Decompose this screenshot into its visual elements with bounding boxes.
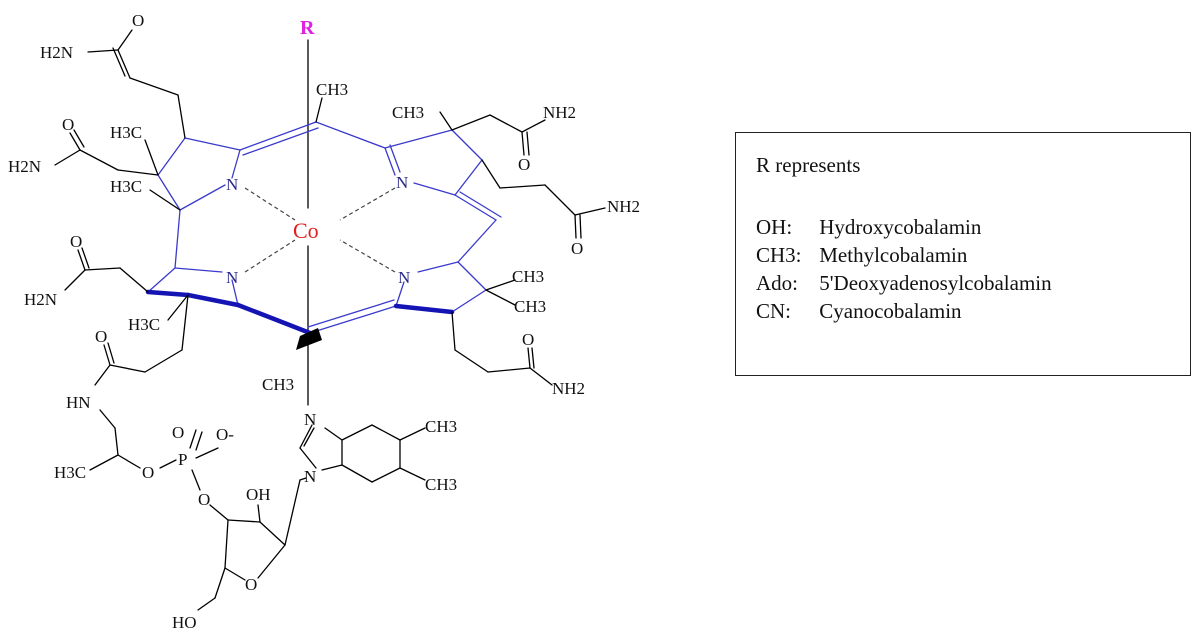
legend-name: 5'Deoxyadenosylcobalamin [819,271,1052,295]
coordination-bonds [244,187,396,273]
oxygen-right: O [571,239,583,258]
methyl-h3c-d: H3C [128,315,160,334]
amide-h2n-left: H2N [8,157,41,176]
oxygen-amide-loop: O [95,327,107,346]
legend-code: OH: [756,215,793,239]
legend-name: Cyanocobalamin [819,299,962,323]
oxygen-top-right: O [518,155,530,174]
legend-name: Hydroxycobalamin [819,215,982,239]
r-group-legend: R represents OH: Hydroxycobalamin CH3: M… [735,132,1191,376]
legend-item: Ado: 5'Deoxyadenosylcobalamin [756,271,1052,296]
oxygen-ribose-ring: O [245,575,257,594]
methyl-ch3-bottom: CH3 [262,375,294,394]
methyl-ch3-top: CH3 [316,80,348,99]
side-chains [54,29,606,611]
oxygen-phosphate-ribose: O [198,490,210,509]
methyl-h3c-a2: H3C [110,177,142,196]
legend-code: Ado: [756,271,798,295]
methyl-h3c-a1: H3C [110,123,142,142]
r-label: R [300,17,315,39]
methyl-ch3-b: CH3 [392,103,424,122]
cobalamin-structure: R Co N N N N H2N O H2N O H3C H3C CH3 CH3… [8,11,640,632]
oxygen-phosphate-double: O [172,423,184,442]
amide-nh2-right: NH2 [607,197,640,216]
legend-item: OH: Hydroxycobalamin [756,215,981,240]
phosphorus-label: P [178,450,187,469]
amide-nh2-top-right: NH2 [543,103,576,122]
amide-h2n-bottom: H2N [24,290,57,309]
legend-code: CH3: [756,243,802,267]
methyl-ch3-benz-top: CH3 [425,417,457,436]
nitrogen-d-label: N [226,268,238,287]
oxygen-ester: O [142,463,154,482]
oxygen-top-left: O [132,11,144,30]
legend-code: CN: [756,299,792,323]
hydroxyl-ho: HO [172,613,197,632]
methyl-h3c-loop: H3C [54,463,86,482]
methyl-wedge [296,328,322,350]
nitrogen-b-label: N [396,173,408,192]
legend-item: CH3: Methylcobalamin [756,243,967,268]
oxygen-phosphate-minus: O- [216,425,234,444]
legend-title: R represents [756,153,861,177]
hydroxyl-oh: OH [246,485,271,504]
nitrogen-c-label: N [398,268,410,287]
amide-hn: HN [66,393,91,412]
wedge-bonds [145,289,455,336]
cobalt-label: Co [293,218,319,243]
amide-nh2-bottom-right: NH2 [552,379,585,398]
amide-h2n-top: H2N [40,43,73,62]
oxygen-bottom-right: O [522,330,534,349]
nitrogen-a-label: N [226,175,238,194]
nitrogen-benzimidazole-bottom: N [304,467,316,486]
nitrogen-benzimidazole-top: N [304,410,316,429]
methyl-ch3-c1: CH3 [512,267,544,286]
legend-item: CN: Cyanocobalamin [756,299,962,324]
methyl-ch3-benz-bottom: CH3 [425,475,457,494]
oxygen-left-bottom: O [70,232,82,251]
methyl-ch3-c2: CH3 [514,297,546,316]
oxygen-left: O [62,115,74,134]
corrin-ring [147,121,502,334]
legend-name: Methylcobalamin [819,243,968,267]
